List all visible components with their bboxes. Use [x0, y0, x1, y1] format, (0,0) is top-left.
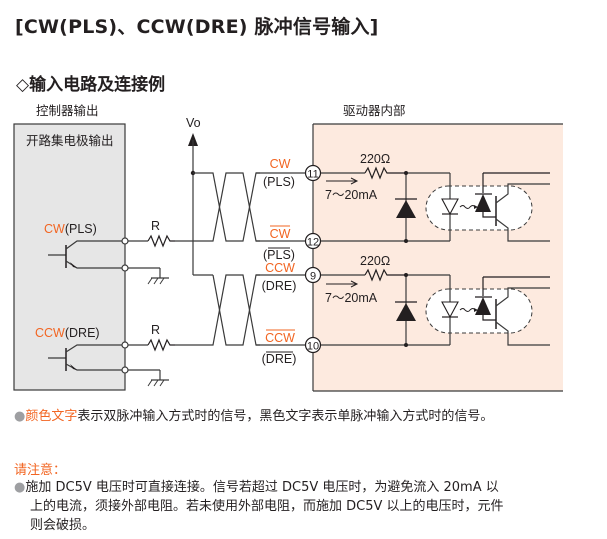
current-arrow-icon [350, 177, 359, 185]
bullet-icon: ● [14, 480, 26, 495]
svg-text:(PLS): (PLS) [263, 248, 295, 262]
resistor-icon [364, 268, 406, 282]
resistor-icon [147, 338, 175, 352]
led-icon [441, 198, 459, 216]
caution-text: ●施加 DC5V 电压时可直接连接。信号若超过 DC5V 电压时，为避免流入 2… [14, 478, 589, 535]
ground-icon [147, 369, 170, 387]
caution-line-2: 上的电流，须接外部电阻。若未使用外部电阻，而施加 DC5V 以上的电压时，元件 [30, 499, 504, 514]
internal-resistor-label: 220Ω [360, 254, 390, 268]
caution-heading: 请注意： [14, 463, 67, 478]
controller-output-label: 控制器输出 [36, 103, 99, 118]
driver-box [313, 124, 563, 391]
svg-text:(DRE): (DRE) [262, 279, 297, 293]
internal-resistor-label: 220Ω [360, 152, 390, 166]
caution-line-3: 则会破损。 [30, 518, 96, 533]
section-heading: ◇输入电路及连接例 [16, 75, 166, 95]
resistor-label: R [151, 323, 160, 337]
current-range-label: 7～20mA [325, 188, 378, 202]
protection-diode-icon [396, 303, 416, 321]
output-terminal [121, 264, 129, 272]
terminal-label-9: CCW (DRE) [262, 261, 297, 293]
output-terminal [121, 366, 129, 374]
svg-text:CW: CW [270, 157, 291, 171]
driver-internal-label: 驱动器内部 [343, 103, 406, 118]
controller-box [13, 123, 126, 391]
led-icon [441, 301, 459, 319]
color-text-label: 颜色文字 [25, 409, 78, 424]
svg-text:CW: CW [270, 227, 291, 241]
driver-channel-1: 220Ω 7～20mA [321, 152, 550, 243]
circuit-diagram: 开路集电极输出 Vo CW(PLS) R CCW(DRE) R CW (P [13, 116, 563, 392]
transistor-icon [495, 183, 550, 204]
ground-icon [147, 267, 170, 285]
terminal-label-12: CW (PLS) [263, 225, 295, 262]
svg-text:CCW: CCW [265, 261, 295, 275]
terminal-label-10: CCW (DRE) [262, 329, 297, 366]
photodiode-icon [475, 297, 491, 315]
open-collector-label: 开路集电极输出 [26, 133, 114, 148]
legend-text: 表示双脉冲输入方式时的信号，黑色文字表示单脉冲输入方式时的信号。 [77, 409, 494, 424]
current-range-label: 7～20mA [325, 291, 378, 305]
bullet-icon: ● [14, 409, 26, 424]
protection-diode-icon [396, 200, 416, 218]
svg-text:(PLS): (PLS) [263, 175, 295, 189]
svg-text:10: 10 [307, 341, 319, 353]
terminal-11: 11 [304, 164, 322, 182]
input1-label: CW(PLS) [44, 222, 97, 236]
svg-text:(DRE): (DRE) [262, 352, 297, 366]
svg-text:9: 9 [310, 271, 316, 283]
vo-label: Vo [186, 116, 201, 130]
photodiode-icon [475, 194, 491, 212]
svg-text:12: 12 [307, 237, 319, 249]
output-terminal [121, 237, 129, 245]
resistor-icon [364, 166, 406, 180]
terminal-12: 12 [304, 232, 322, 250]
caution-line-1: 施加 DC5V 电压时可直接连接。信号若超过 DC5V 电压时，为避免流入 20… [25, 480, 499, 495]
svg-text:CCW: CCW [265, 331, 295, 345]
output-terminal [121, 341, 129, 349]
driver-channel-2: 220Ω 7～20mA [321, 254, 550, 347]
legend-note: ●颜色文字表示双脉冲输入方式时的信号，黑色文字表示单脉冲输入方式时的信号。 [14, 405, 493, 424]
svg-text:11: 11 [307, 169, 318, 181]
transistor-icon [495, 287, 550, 307]
input2-label: CCW(DRE) [35, 326, 100, 340]
resistor-label: R [151, 219, 160, 233]
page-title: [CW(PLS)、CCW(DRE) 脉冲信号输入] [15, 16, 379, 38]
vo-arrow-icon [188, 133, 198, 146]
terminal-label-11: CW (PLS) [263, 157, 295, 189]
resistor-icon [147, 234, 175, 248]
terminal-10: 10 [304, 336, 322, 354]
current-arrow-icon [350, 280, 359, 288]
terminal-9: 9 [304, 266, 322, 284]
